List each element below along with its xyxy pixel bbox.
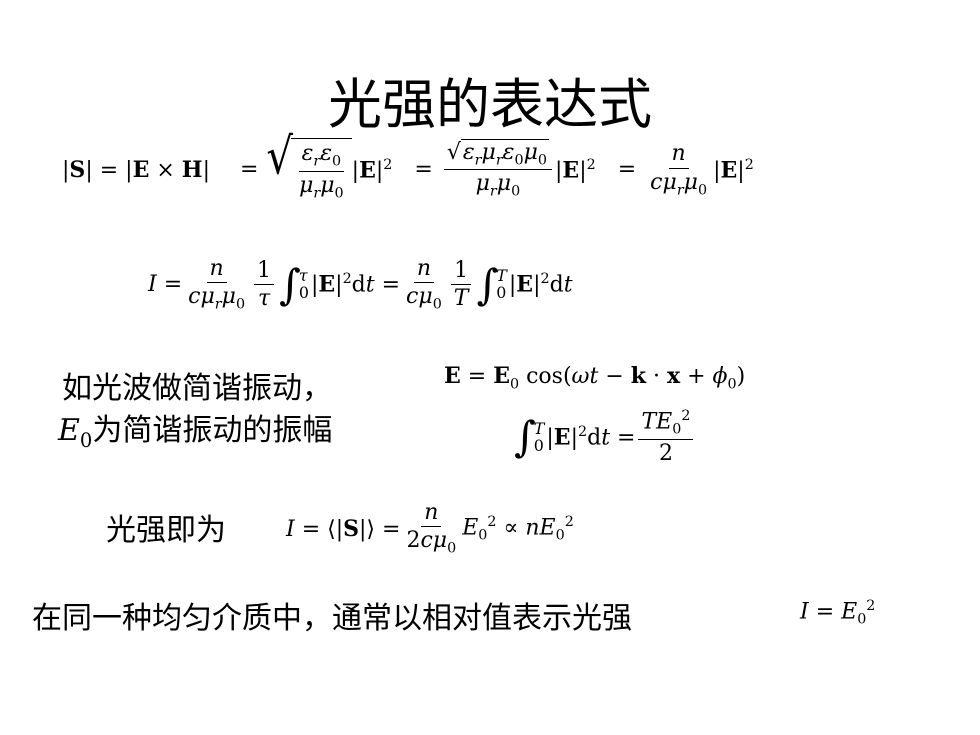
- fraction-n: n cμrμ0: [650, 141, 708, 198]
- poynting-equation: |S| = |E × H| = √ εrε0 μrμ0 |E|2 = √εrμr…: [62, 131, 754, 202]
- harmonic-text-line1: 如光波做简谐振动，: [62, 371, 332, 406]
- slide-title: 光强的表达式: [328, 73, 652, 136]
- intensity-equation: I = ⟨|S|⟩ = n 2cμ0 E02 ∝ nE02: [286, 500, 574, 557]
- fraction-a: n cμrμ0: [188, 256, 246, 313]
- eq-sign: =: [239, 157, 259, 183]
- wave-equation: E = E0 cos(ωt − k · x + ϕ0): [444, 363, 746, 393]
- eq-sign: =: [617, 157, 637, 183]
- sqrt-ratio: √ εrε0 μrμ0: [266, 131, 352, 202]
- e-squared: |E|2: [555, 156, 596, 183]
- harmonic-text-line2: E0为简谐振动的振幅: [58, 413, 333, 452]
- eq-sign: =: [414, 157, 433, 183]
- fraction-sqrt: √εrμrε0μ0 μrμ0: [443, 138, 552, 201]
- intensity-text: 光强即为: [106, 513, 226, 548]
- relative-equation: I = E02: [800, 598, 876, 628]
- intensity-lhs: I =: [148, 272, 183, 298]
- relative-text: 在同一种均匀介质中，通常以相对值表示光强: [32, 601, 632, 636]
- fraction-2c: n 2cμ0: [406, 500, 457, 557]
- integrand: |E|2dt =: [310, 271, 401, 298]
- poynting-lhs: |S| = |E × H|: [62, 156, 210, 183]
- e0-symbol: E0: [58, 413, 93, 452]
- fraction-c: n cμ0: [406, 256, 442, 313]
- integrand: |E|2dt =: [546, 424, 636, 451]
- e-squared: |E|2: [351, 156, 393, 183]
- integrand: |E|2dt: [508, 271, 573, 298]
- fraction-te0: TE02 2: [638, 408, 694, 466]
- fraction-b: 1 τ: [254, 258, 275, 312]
- fraction-d: 1 T: [451, 258, 472, 312]
- e-squared: |E|2: [713, 156, 754, 183]
